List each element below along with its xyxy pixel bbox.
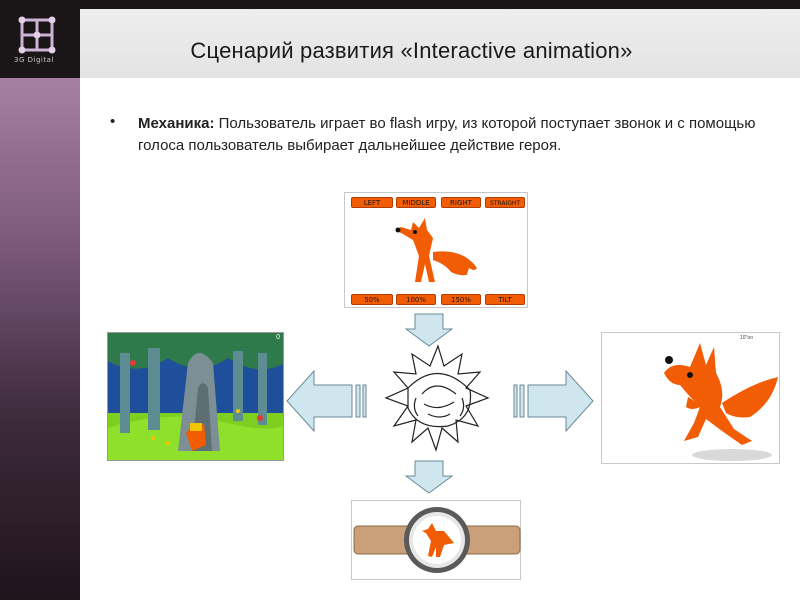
bullet-text: Механика: Пользователь играет во flash и… [138,113,778,157]
running-fox-scene: 10"oo [601,332,780,464]
score-counter: 0 [276,334,280,341]
title-band [80,9,800,78]
slide-title: Сценарий развития «Interactive animation… [190,38,633,63]
sidebar [0,0,80,600]
bullet-label: Механика: [138,115,215,132]
running-fox-icon [664,343,778,461]
left-button[interactable]: LEFT [351,197,393,208]
bullet-marker: • [110,113,116,130]
top-bar [0,0,800,9]
logo: 3G Digital [0,0,80,78]
arrow-down-icon [405,313,453,347]
wristwatch-icon [353,507,521,573]
bullet-body: Пользователь играет во flash игру, из ко… [138,115,756,154]
right-button[interactable]: RIGHT [441,197,481,208]
zoom-100-button[interactable]: 100% [396,294,436,305]
fox-character-icon [395,218,477,282]
forest-illustration [108,333,283,460]
logo-text: 3G Digital [14,56,54,64]
ringing-phone-icon [384,344,490,452]
straight-button[interactable]: STRAIGHT [485,197,525,208]
arrow-left-icon [286,370,367,432]
logo-icon [18,16,56,54]
wristwatch-panel [351,500,521,580]
zoom-150-button[interactable]: 150% [441,294,481,305]
arrow-right-icon [513,370,594,432]
game-control-panel: LEFT MIDDLE RIGHT STRAIGHT 50% 100% 150%… [344,192,528,308]
arrow-down-icon [405,460,453,494]
tilt-button[interactable]: TILT [485,294,525,305]
forest-game-scene: 0 [107,332,284,461]
middle-button[interactable]: MIDDLE [396,197,436,208]
zoom-50-button[interactable]: 50% [351,294,393,305]
fox-caption: 10"oo [740,335,753,341]
